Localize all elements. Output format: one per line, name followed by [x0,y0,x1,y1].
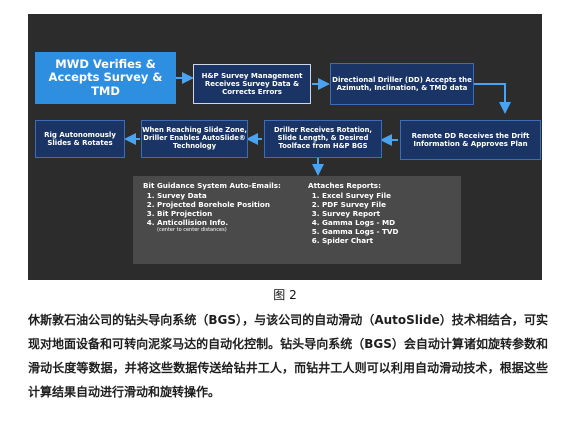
report-item: Excel Survey File [322,191,398,200]
anticollision-note: (center to center distances) [157,227,227,233]
report-item: Survey Report [322,209,398,218]
bgs-summary-panel: Bit Guidance System Auto-Emails: Survey … [133,176,461,264]
node-directional-driller: Directional Driller (DD) Accepts the Azi… [330,63,474,105]
node-hp-survey-management: H&P Survey Management Receives Survey Da… [193,64,311,104]
email-item: Bit Projection [157,209,281,218]
auto-emails-title: Bit Guidance System Auto-Emails: [143,181,281,190]
node-rig-autonomous: Rig Autonomously Slides & Rotates [35,120,125,158]
figure-caption: 图 2 [273,288,297,302]
node-slide-zone: When Reaching Slide Zone, Driller Enable… [141,120,248,158]
auto-emails-list: Survey Data Projected Borehole Position … [143,191,281,233]
email-item: Anticollision Info.(center to center dis… [157,218,281,233]
node-driller-receives: Driller Receives Rotation, Slide Length,… [264,120,382,158]
email-item: Survey Data [157,191,281,200]
auto-emails-column: Bit Guidance System Auto-Emails: Survey … [143,181,281,233]
report-item: Gamma Logs - MD [322,218,398,227]
report-item: Spider Chart [322,236,398,245]
body-paragraph: 休斯敦石油公司的钻头导向系统（BGS），与该公司的自动滑动（AutoSlide）… [28,313,548,399]
arrow-dd-to-remote [474,83,511,114]
report-item: Gamma Logs - TVD [322,227,398,236]
report-item: PDF Survey File [322,200,398,209]
email-item: Projected Borehole Position [157,200,281,209]
node-remote-dd: Remote DD Receives the Drift Information… [400,120,541,160]
reports-column: Attaches Reports: Excel Survey File PDF … [308,181,398,245]
node-mwd-verifies: MWD Verifies & Accepts Survey & TMD [35,52,176,104]
reports-list: Excel Survey File PDF Survey File Survey… [308,191,398,245]
reports-title: Attaches Reports: [308,181,381,190]
